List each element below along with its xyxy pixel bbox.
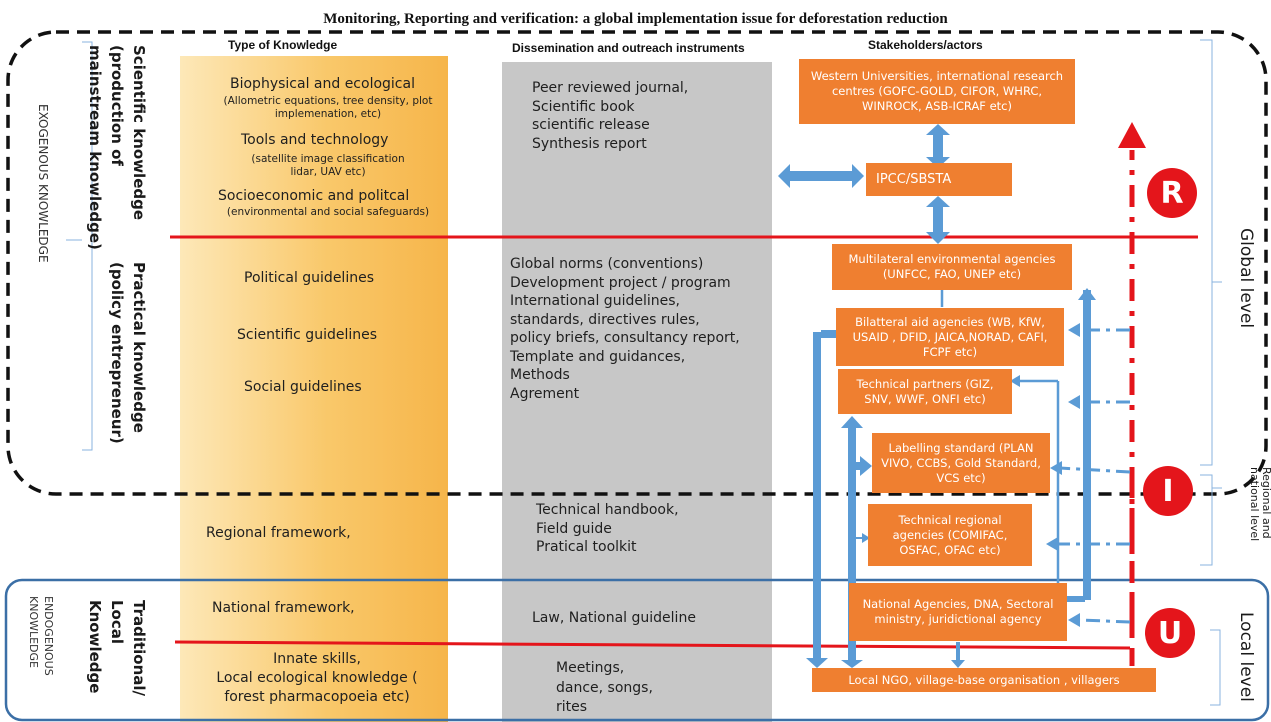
dissemination-column	[502, 62, 772, 722]
ipcc-sbsta-box: IPCC/SBSTA	[866, 163, 1012, 196]
global-level-label: Global level	[1236, 228, 1256, 329]
local-level-label: Local level	[1236, 612, 1256, 702]
practical-knowledge-label: Practical knowledge	[130, 262, 148, 433]
scientific-knowledge-label: Scientific knowledge	[130, 45, 148, 221]
national-agencies-box: National Agencies, DNA, Sectoral ministr…	[849, 583, 1067, 641]
regional-framework: Regional framework,	[206, 525, 351, 541]
local-label: Local	[108, 600, 126, 645]
knowledge-label: Knowledge	[86, 600, 104, 694]
exogenous-knowledge-label: EXOGENOUS KNOWLEDGE	[36, 104, 50, 263]
local-ngo-box: Local NGO, village-base organisation , v…	[812, 668, 1156, 692]
national-local-divider	[174, 640, 1131, 650]
practical-outreach-list: Global norms (conventions) Development p…	[510, 256, 740, 402]
multilateral-agencies-box: Multilateral environmental agencies (UNF…	[832, 244, 1072, 290]
regional-outreach-list: Technical handbook, Field guide Pratical…	[536, 502, 679, 555]
regional-national-level-label: Regional and national level	[1248, 467, 1271, 542]
innate-skills: Innate skills, Local ecological knowledg…	[216, 651, 418, 705]
exogenous-frame	[6, 30, 1268, 496]
mainstream-knowledge-label: mainstream knowledge)	[86, 45, 104, 250]
endogenous-label: ENDOGENOUS	[42, 596, 55, 676]
socioeconomic-details: (environmental and social safeguards)	[226, 206, 430, 218]
national-framework: National framework,	[212, 600, 355, 616]
endogenous-frame	[4, 578, 1270, 722]
traditional-label: Traditional/	[130, 600, 148, 697]
biophysical-knowledge: Biophysical and ecological	[230, 76, 415, 92]
bilateral-aid-agencies-box: Bilatteral aid agencies (WB, KfW, USAID …	[836, 308, 1064, 366]
marker-i: I	[1143, 466, 1193, 516]
tools-details: (satellite image classification lidar, U…	[251, 153, 405, 178]
policy-entrepreneur-label: (policy entrepreneur)	[108, 262, 126, 444]
header-type-of-knowledge: Type of Knowledge	[228, 38, 338, 52]
western-universities-box: Western Universities, international rese…	[799, 59, 1075, 124]
local-outreach-list: Meetings, dance, songs, rites	[556, 660, 653, 715]
header-dissemination: Dissemination and outreach instruments	[512, 41, 745, 55]
labelling-standard-box: Labelling standard (PLAN VIVO, CCBS, Gol…	[872, 433, 1050, 493]
national-outreach: Law, National guideline	[532, 610, 696, 626]
biophysical-details: (Allometric equations, tree density, plo…	[223, 95, 433, 120]
header-stakeholders: Stakeholders/actors	[868, 38, 983, 52]
scientific-knowledge-sub-label: (production of	[108, 45, 126, 166]
scientific-outreach-list: Peer reviewed journal, Scientific book s…	[532, 80, 689, 152]
socioeconomic-knowledge: Socioeconomic and politcal	[218, 188, 410, 204]
diagram-title: Monitoring, Reporting and verification: …	[323, 11, 948, 27]
social-guidelines: Social guidelines	[244, 379, 362, 395]
marker-u: U	[1145, 608, 1195, 658]
scientific-guidelines: Scientific guidelines	[237, 327, 378, 343]
political-guidelines: Political guidelines	[244, 270, 374, 286]
technical-partners-box: Technical partners (GIZ, SNV, WWF, ONFI …	[838, 369, 1012, 414]
technical-regional-agencies-box: Technical regional agencies (COMIFAC, OS…	[868, 504, 1032, 566]
knowledge-column	[180, 56, 448, 722]
marker-r: R	[1147, 168, 1197, 218]
endogenous-knowledge-label: KNOWLEDGE	[27, 596, 40, 668]
tools-technology: Tools and technology	[241, 132, 389, 148]
